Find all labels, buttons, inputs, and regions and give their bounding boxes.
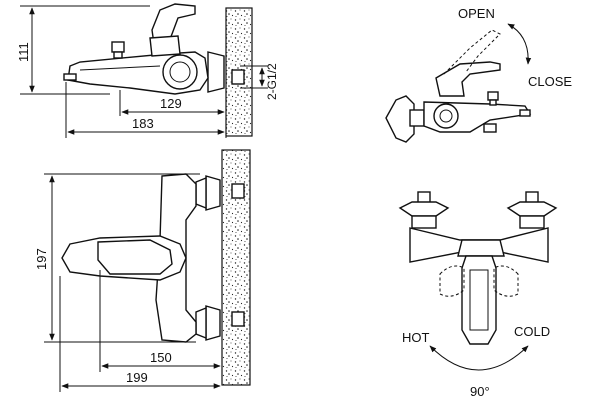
wall-outlet-lower <box>231 311 245 327</box>
nut-upper <box>205 175 221 211</box>
lever-grip <box>97 239 173 275</box>
label-hot: HOT <box>402 330 430 345</box>
nut-lower <box>205 305 221 341</box>
open-close-view: OPEN CLOSE <box>385 6 572 143</box>
dim-thread: 2-G1/2 <box>265 63 279 100</box>
lever-front <box>461 255 497 345</box>
hot-cold-view: HOT COLD 90° <box>398 191 558 399</box>
lever-closed <box>435 61 501 97</box>
dim-overall-reach: 199 <box>126 370 148 385</box>
rotation-arrow <box>429 345 529 371</box>
lever-cold-ghost <box>493 265 519 297</box>
spout-tip <box>63 73 77 81</box>
diverter-knob <box>111 41 125 53</box>
dim-height-top: 111 <box>16 42 31 62</box>
dim-spout-short: 129 <box>160 96 182 111</box>
cartridge-cap <box>149 35 181 57</box>
dim-spout-long: 183 <box>132 116 154 131</box>
connector-nut <box>207 51 225 93</box>
wall-outlet-upper <box>231 183 245 199</box>
body-ring <box>162 54 198 90</box>
inlet-right <box>506 201 558 217</box>
label-close: CLOSE <box>528 74 572 89</box>
inlet-left <box>398 201 450 217</box>
dim-height-front: 197 <box>34 248 49 270</box>
dim-handle-reach: 150 <box>150 350 172 365</box>
lever-hot-ghost <box>439 265 465 297</box>
label-cold: COLD <box>514 324 550 339</box>
open-close-arrow <box>507 23 532 65</box>
wall-outlet <box>231 69 245 85</box>
top-view: 197 150 199 <box>34 149 251 392</box>
label-open: OPEN <box>458 6 495 21</box>
side-view: 111 2-G1/2 129 183 <box>16 3 279 138</box>
label-rotation: 90° <box>470 384 490 399</box>
